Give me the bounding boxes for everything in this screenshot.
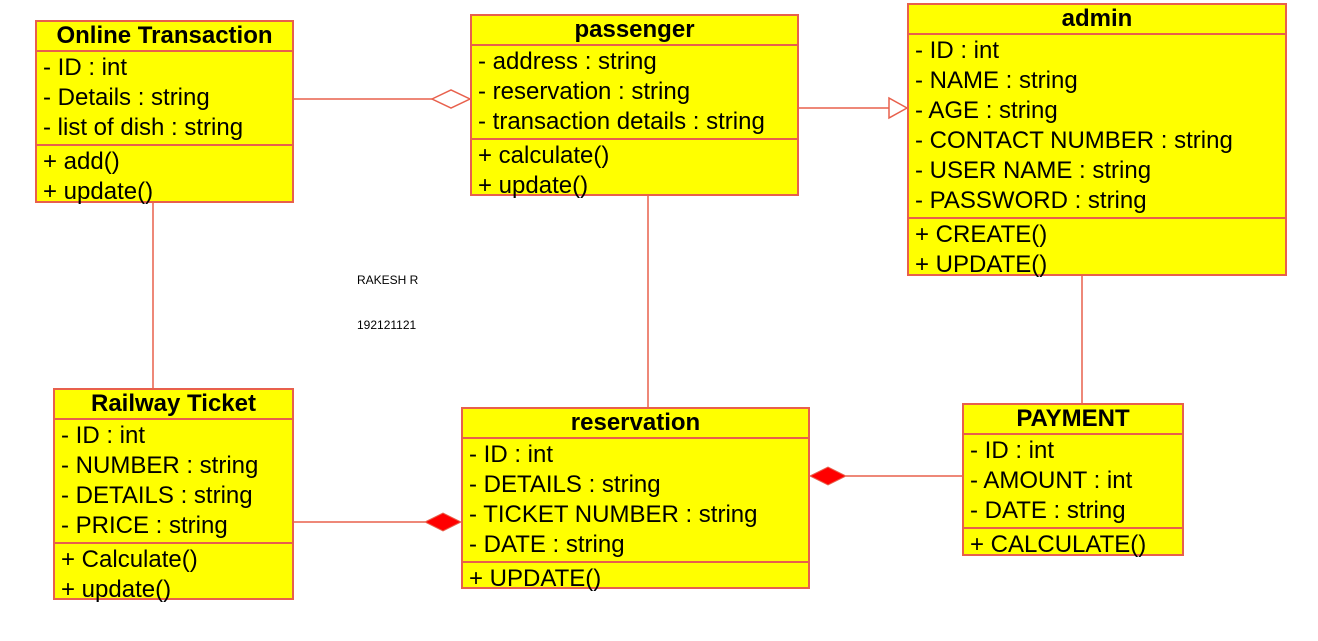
attribute: - DATE : string xyxy=(970,497,1126,524)
class-name: reservation xyxy=(463,409,808,439)
author-id: 192121121 xyxy=(357,318,417,332)
attribute: - DETAILS : string xyxy=(61,482,253,509)
class-name: admin xyxy=(909,5,1285,35)
method: + add() xyxy=(43,148,120,175)
attribute: - DATE : string xyxy=(469,531,625,558)
method-list: + CALCULATE() xyxy=(964,529,1182,561)
attribute: - CONTACT NUMBER : string xyxy=(915,127,1233,154)
class-admin[interactable]: admin - ID : int - NAME : string - AGE :… xyxy=(907,3,1287,278)
method: + CALCULATE() xyxy=(970,531,1147,558)
class-name: Online Transaction xyxy=(37,22,292,52)
class-reservation[interactable]: reservation - ID : int - DETAILS : strin… xyxy=(461,407,810,592)
attribute: - ID : int xyxy=(43,54,128,81)
attribute-list: - ID : int - NUMBER : string - DETAILS :… xyxy=(55,420,292,544)
method-list: + Calculate() + update() xyxy=(55,544,292,606)
method: + calculate() xyxy=(478,142,610,169)
attribute: - reservation : string xyxy=(478,78,691,105)
attribute-list: - ID : int - Details : string - list of … xyxy=(37,52,292,146)
attribute: - ID : int xyxy=(970,437,1055,464)
method-list: + add() + update() xyxy=(37,146,292,208)
class-railway-ticket[interactable]: Railway Ticket - ID : int - NUMBER : str… xyxy=(53,388,294,603)
attribute: - Details : string xyxy=(43,84,210,111)
method: + Calculate() xyxy=(61,546,198,573)
attribute: - transaction details : string xyxy=(478,108,765,135)
attribute: - USER NAME : string xyxy=(915,157,1152,184)
attribute-list: - address : string - reservation : strin… xyxy=(472,46,797,140)
attribute-list: - ID : int - DETAILS : string - TICKET N… xyxy=(463,439,808,563)
attribute: - PASSWORD : string xyxy=(915,187,1147,214)
class-name: passenger xyxy=(472,16,797,46)
composition-diamond-left xyxy=(423,512,463,532)
attribute: - NAME : string xyxy=(915,67,1078,94)
class-payment[interactable]: PAYMENT - ID : int - AMOUNT : int - DATE… xyxy=(962,403,1184,558)
method: + update() xyxy=(61,576,172,603)
attribute-list: - ID : int - NAME : string - AGE : strin… xyxy=(909,35,1285,219)
attribute: - NUMBER : string xyxy=(61,452,259,479)
attribute: - DETAILS : string xyxy=(469,471,661,498)
author-name: RAKESH R xyxy=(357,273,419,287)
attribute: - AMOUNT : int xyxy=(970,467,1133,494)
class-name: PAYMENT xyxy=(964,405,1182,435)
class-passenger[interactable]: passenger - address : string - reservati… xyxy=(470,14,799,199)
aggregation-diamond xyxy=(430,89,472,109)
attribute-list: - ID : int - AMOUNT : int - DATE : strin… xyxy=(964,435,1182,529)
class-name: Railway Ticket xyxy=(55,390,292,420)
generalization-arrow xyxy=(888,96,909,120)
attribute: - address : string xyxy=(478,48,657,75)
attribute: - ID : int xyxy=(469,441,554,468)
attribute: - ID : int xyxy=(61,422,146,449)
method: + update() xyxy=(478,172,589,199)
method-list: + CREATE() + UPDATE() xyxy=(909,219,1285,281)
class-online-transaction[interactable]: Online Transaction - ID : int - Details … xyxy=(35,20,294,205)
method-list: + UPDATE() xyxy=(463,563,808,595)
attribute: - list of dish : string xyxy=(43,114,244,141)
attribute: - PRICE : string xyxy=(61,512,228,539)
method: + update() xyxy=(43,178,154,205)
method-list: + calculate() + update() xyxy=(472,140,797,202)
attribute: - AGE : string xyxy=(915,97,1058,124)
attribute: - ID : int xyxy=(915,37,1000,64)
composition-diamond-right xyxy=(808,466,848,486)
method: + CREATE() xyxy=(915,221,1048,248)
method: + UPDATE() xyxy=(915,251,1048,278)
attribute: - TICKET NUMBER : string xyxy=(469,501,758,528)
method: + UPDATE() xyxy=(469,565,602,592)
